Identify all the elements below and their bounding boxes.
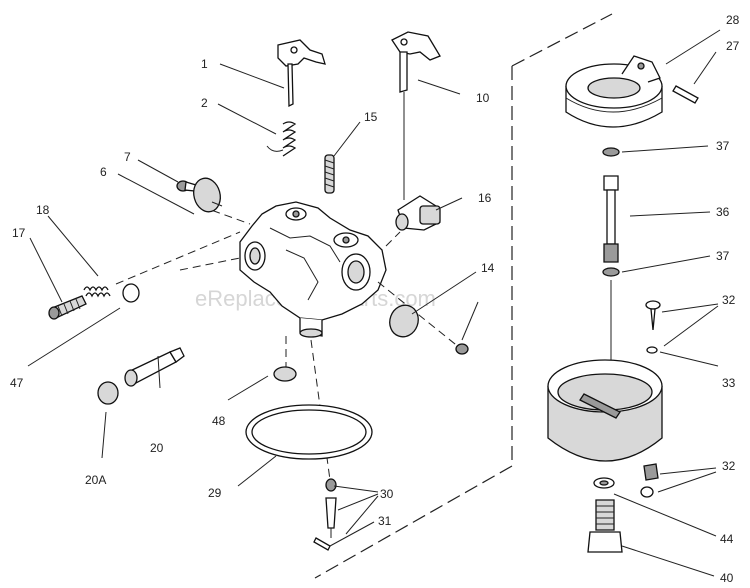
callout-1: 1 — [201, 57, 208, 71]
callout-36: 36 — [716, 205, 730, 219]
callout-17: 17 — [12, 226, 26, 240]
screw-part-14 — [455, 343, 469, 355]
callout-labels: 1 2 7 6 18 17 47 20 20A 48 29 10 15 16 1… — [10, 13, 740, 585]
callout-14: 14 — [481, 261, 495, 275]
plug-part-48 — [273, 366, 297, 382]
callout-30: 30 — [380, 487, 394, 501]
callout-37-lower: 37 — [716, 249, 730, 263]
callout-2: 2 — [201, 96, 208, 110]
callout-33: 33 — [722, 376, 736, 390]
float-bowl-part — [547, 359, 663, 462]
callout-29: 29 — [208, 486, 222, 500]
callout-18: 18 — [36, 203, 50, 217]
callout-37-upper: 37 — [716, 139, 730, 153]
callout-40: 40 — [720, 571, 734, 585]
inlet-needle-part — [325, 478, 337, 538]
idle-screw-part — [48, 295, 87, 320]
bowl-gasket-part — [245, 404, 373, 460]
choke-lever-part — [391, 31, 441, 200]
throttle-spring-part — [266, 121, 297, 157]
callout-31: 31 — [378, 514, 392, 528]
washer-part-44 — [593, 477, 615, 489]
carburetor-body-part — [239, 201, 387, 338]
idle-screw-spring-part — [83, 286, 111, 298]
leader-lines — [27, 29, 721, 577]
choke-plate-part — [389, 304, 419, 338]
callout-32-upper: 32 — [722, 293, 736, 307]
throttle-shaft-part — [277, 39, 326, 108]
callout-20a: 20A — [85, 473, 106, 487]
washer-part-37-upper — [602, 147, 620, 157]
callout-20: 20 — [150, 441, 164, 455]
float-bowl-panel-outline — [314, 13, 613, 579]
bowl-nut-part — [587, 499, 623, 553]
callout-16: 16 — [478, 191, 492, 205]
callout-10: 10 — [476, 91, 490, 105]
callout-47: 47 — [10, 376, 24, 390]
pin-part-32-upper — [645, 300, 661, 331]
callout-48: 48 — [212, 414, 226, 428]
throttle-plate-part — [193, 177, 223, 213]
callout-7: 7 — [124, 150, 131, 164]
callout-15: 15 — [364, 110, 378, 124]
callout-44: 44 — [720, 532, 734, 546]
idle-spring-part — [324, 154, 335, 194]
screw-part-7 — [176, 180, 197, 192]
main-jet-part — [124, 347, 185, 387]
washer-part-37-lower — [602, 267, 620, 277]
float-pin-part — [672, 85, 699, 104]
welch-plug-part — [97, 381, 119, 405]
float-part — [565, 55, 663, 128]
washer-part-33 — [646, 346, 658, 354]
screw-part-32-lower — [640, 463, 659, 498]
callout-27: 27 — [726, 39, 740, 53]
needle-clip-part — [313, 537, 331, 551]
callout-6: 6 — [100, 165, 107, 179]
callout-28: 28 — [726, 13, 740, 27]
o-ring-small-part — [122, 283, 140, 303]
fuel-solenoid-part — [395, 195, 441, 231]
callout-32-lower: 32 — [722, 459, 736, 473]
